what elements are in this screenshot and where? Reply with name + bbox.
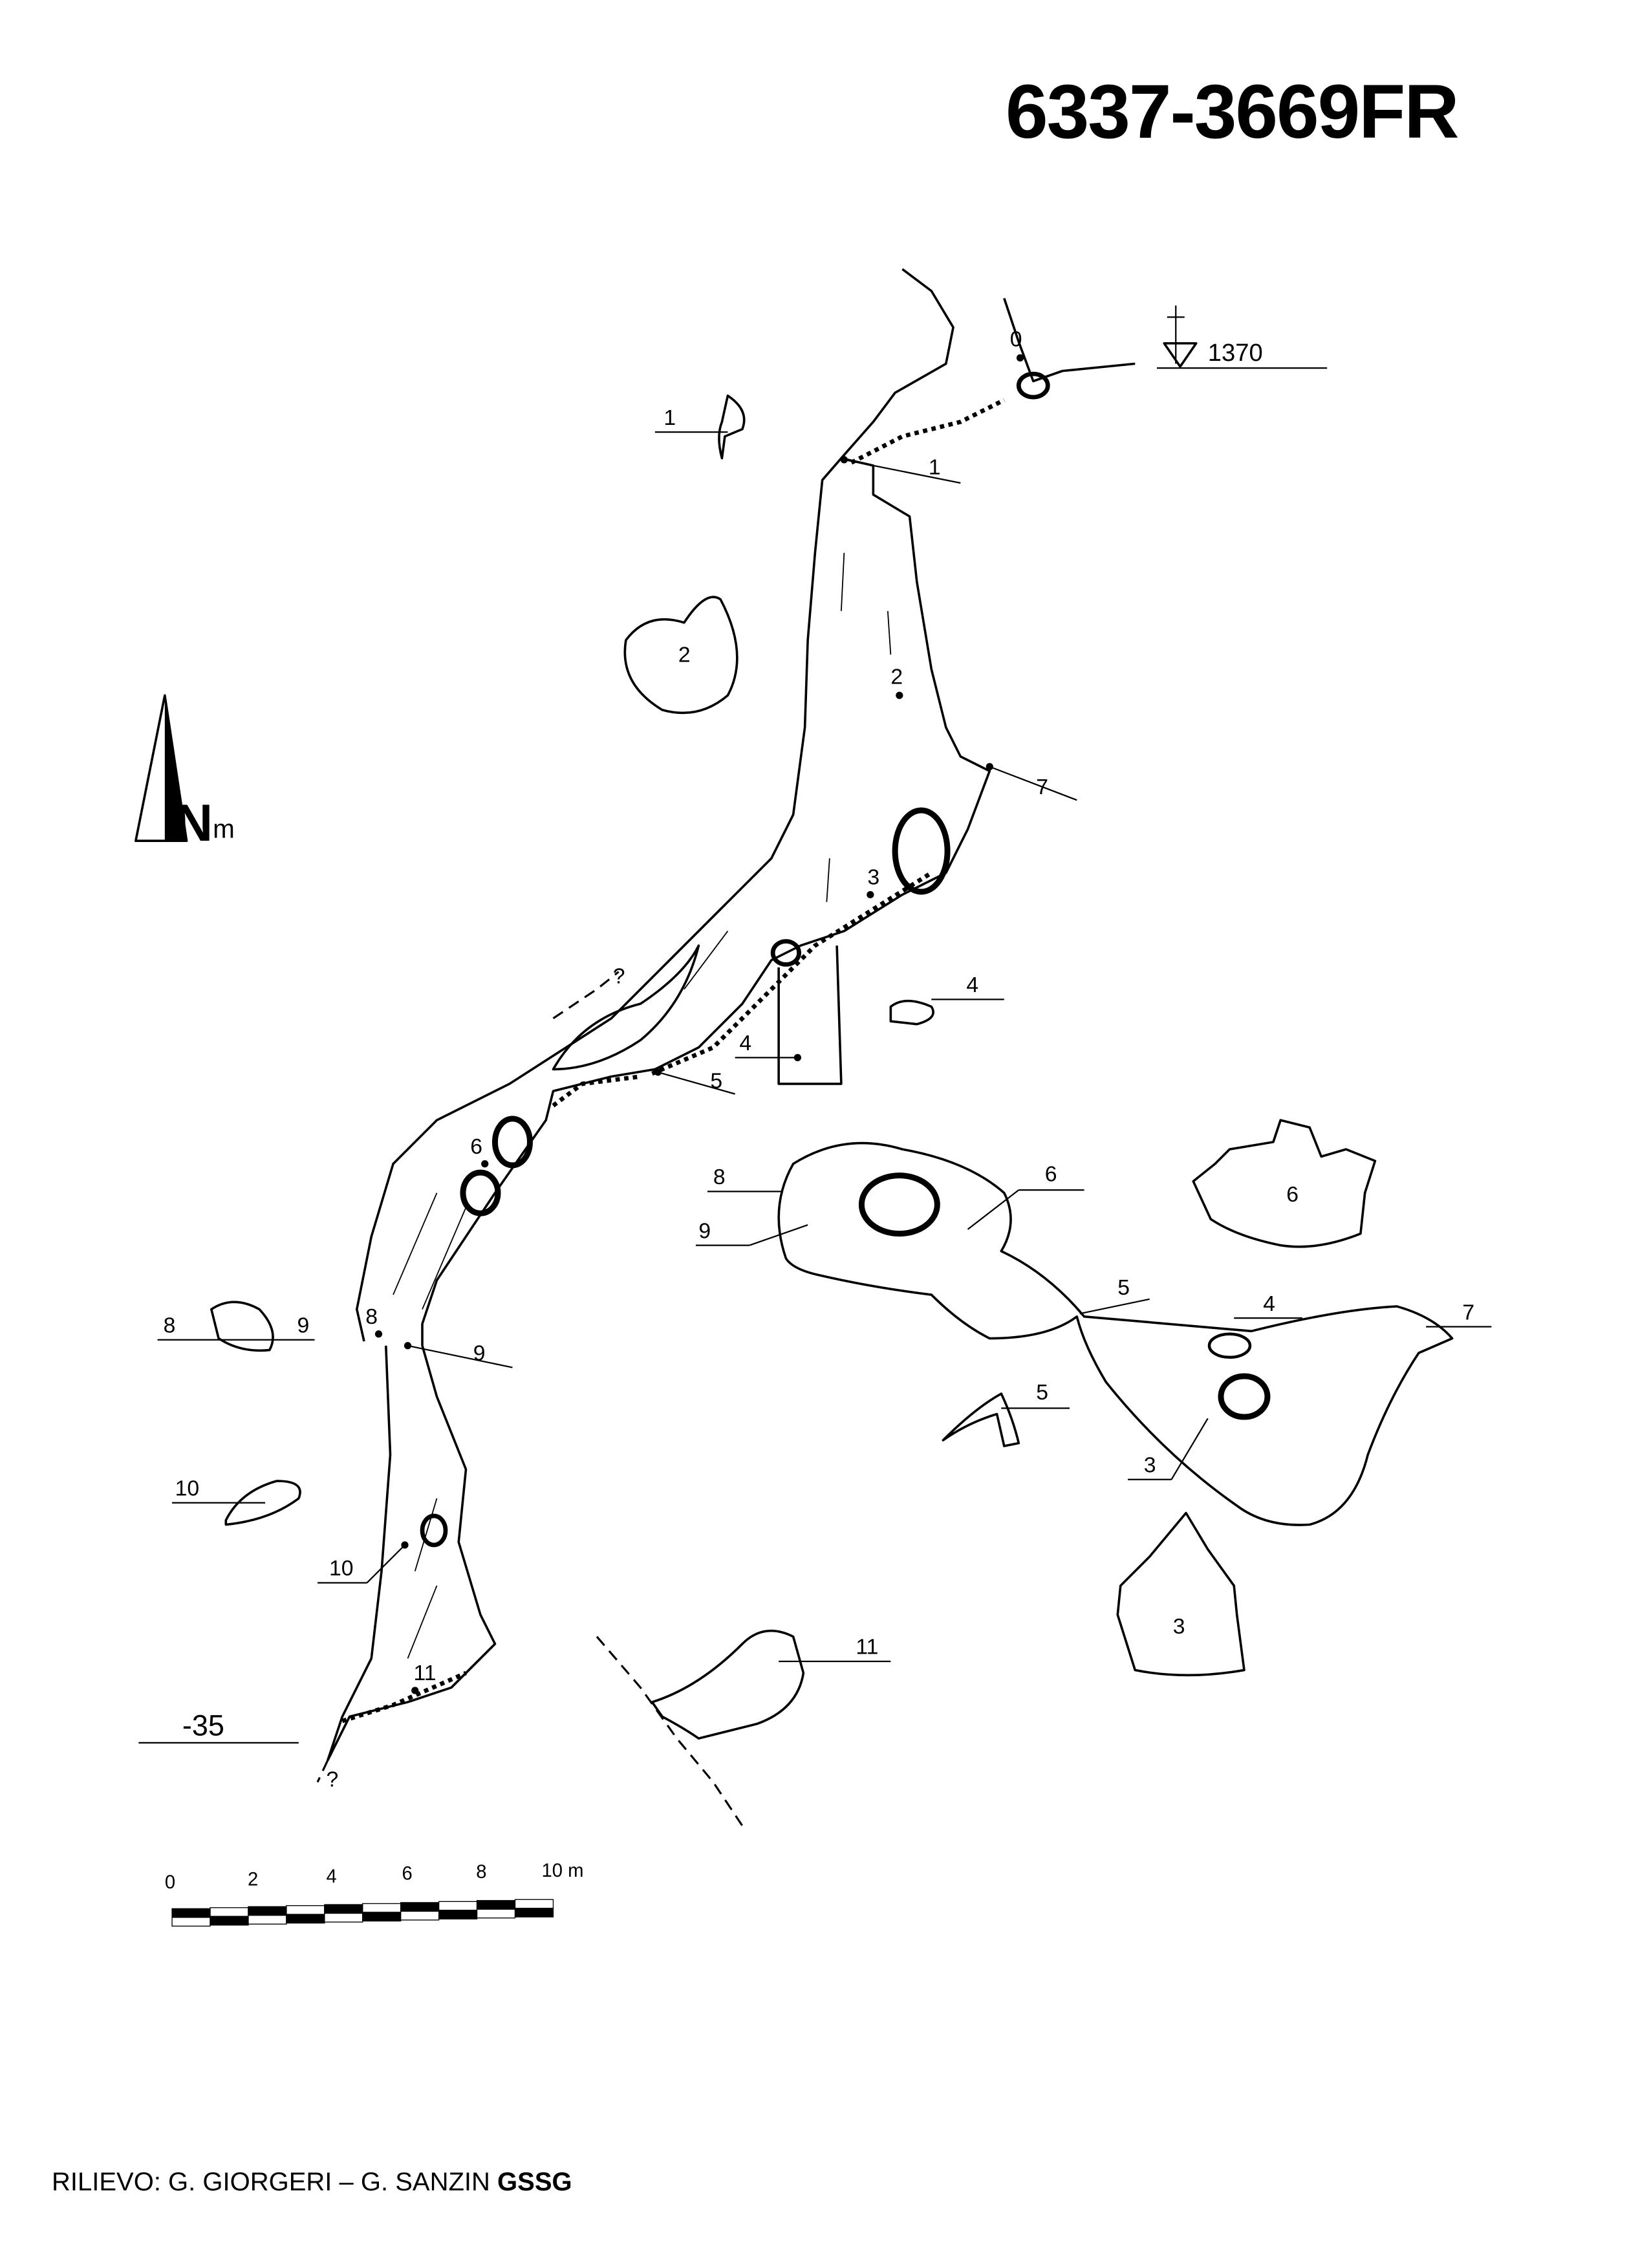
scale-bar-segment — [171, 1917, 211, 1927]
credits-names: RILIEVO: G. GIORGERI – G. SANZIN — [52, 2168, 490, 2196]
scale-bar-segment — [286, 1905, 325, 1915]
survey-credits: RILIEVO: G. GIORGERI – G. SANZIN GSSG — [52, 2168, 572, 2197]
scale-bar-segment — [171, 1908, 211, 1918]
north-letter: N — [175, 794, 213, 852]
section-3-label: 3 — [1173, 1614, 1185, 1639]
scale-bar-segment — [438, 1910, 478, 1920]
scale-bar-segment — [400, 1902, 440, 1912]
scale-bar-segment — [324, 1904, 363, 1914]
depth-label: -35 — [182, 1709, 224, 1742]
station-5: 5 — [710, 1069, 722, 1094]
section-8-label: 8 — [164, 1313, 176, 1338]
profile-4-label: 4 — [1263, 1291, 1275, 1316]
cave-id-title: 6337-3669FR — [1006, 69, 1460, 155]
section-1-label: 1 — [663, 405, 676, 430]
scale-bar-segment — [476, 1908, 516, 1919]
longitudinal-profile: 8 9 6 5 4 7 3 — [695, 1141, 1492, 1526]
section-6-label: 6 — [1286, 1182, 1299, 1207]
profile-3-label: 3 — [1144, 1453, 1156, 1478]
scale-bar-segment — [324, 1912, 363, 1923]
station-8: 8 — [365, 1304, 378, 1329]
unknown-continuation-mark: ? — [327, 1767, 339, 1791]
scale-bar-segment — [286, 1914, 325, 1924]
section-11-label: 11 — [856, 1635, 878, 1659]
entrance-elevation: 1370 — [1208, 339, 1263, 367]
scale-bar-segment — [362, 1903, 402, 1913]
station-2: 2 — [890, 664, 903, 689]
section-4-label: 4 — [966, 973, 978, 997]
scale-bar-segment — [476, 1900, 516, 1910]
scale-bar-segment — [362, 1912, 402, 1922]
unknown-continuation-mark: ? — [613, 964, 625, 989]
profile-7-label: 7 — [1462, 1300, 1474, 1324]
section-2-label: 2 — [678, 643, 691, 667]
station-6: 6 — [470, 1134, 482, 1159]
scale-tick-8: 8 — [476, 1862, 486, 1883]
scale-tick-0: 0 — [165, 1872, 175, 1893]
plan-view: 0 1 2 3 4 5 6 7 8 9 10 11 ? ? -35 — [138, 268, 1136, 1791]
profile-6-label: 6 — [1045, 1162, 1057, 1187]
section-5-label: 5 — [1036, 1380, 1048, 1405]
station-4: 4 — [739, 1031, 751, 1055]
cross-sections: 1 2 4 5 6 8 9 10 11 3 — [157, 394, 1377, 1827]
station-9: 9 — [473, 1341, 486, 1365]
north-magnetic-suffix: m — [213, 814, 235, 844]
scale-bar-segment — [248, 1906, 287, 1916]
scale-tick-10m: 10 m — [541, 1861, 583, 1881]
profile-9-label: 9 — [698, 1218, 711, 1243]
scale-bar: 0 2 4 6 8 10 m — [165, 1861, 583, 1927]
scale-bar-segment — [514, 1899, 554, 1909]
scale-bar-segment — [400, 1910, 440, 1921]
station-3: 3 — [867, 865, 879, 890]
station-11: 11 — [414, 1661, 436, 1685]
north-arrow-icon: N m — [135, 694, 235, 852]
profile-8-label: 8 — [713, 1165, 726, 1189]
scale-bar-segment — [210, 1916, 249, 1926]
station-0: 0 — [1010, 327, 1022, 351]
station-10: 10 — [329, 1556, 354, 1581]
scale-bar-segment — [248, 1915, 287, 1925]
station-7: 7 — [1036, 775, 1048, 799]
scale-bar-segment — [210, 1907, 249, 1917]
section-10-label: 10 — [175, 1476, 200, 1501]
station-1: 1 — [929, 455, 941, 479]
scale-tick-2: 2 — [248, 1869, 258, 1890]
scale-tick-4: 4 — [327, 1866, 337, 1887]
entrance-elevation-marker: 1370 — [1157, 305, 1328, 369]
section-9-label: 9 — [297, 1313, 310, 1338]
scale-bar-segment — [438, 1901, 478, 1911]
plan-stations: 0 1 2 3 4 5 6 7 8 9 10 11 — [318, 327, 1077, 1694]
credits-group: GSSG — [497, 2168, 572, 2196]
profile-5-label: 5 — [1117, 1275, 1130, 1300]
scale-tick-6: 6 — [402, 1863, 413, 1884]
scale-bar-segment — [514, 1908, 554, 1917]
